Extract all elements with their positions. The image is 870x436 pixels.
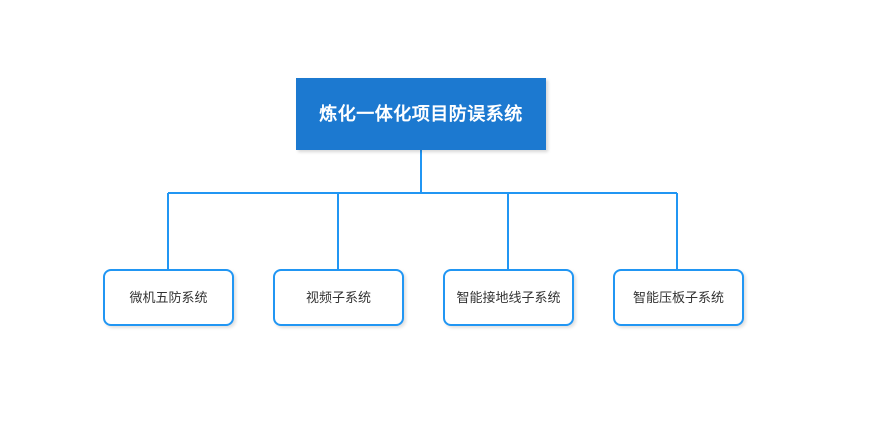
child-node-label-1: 微机五防系统 [129,290,208,305]
child-node-2[interactable]: 视频子系统 [273,269,404,326]
child-node-1[interactable]: 微机五防系统 [103,269,234,326]
root-node[interactable]: 炼化一体化项目防误系统 [296,78,546,150]
child-node-label-4: 智能压板子系统 [632,290,724,305]
root-node-label: 炼化一体化项目防误系统 [319,104,523,124]
child-node-3[interactable]: 智能接地线子系统 [443,269,574,326]
child-node-label-2: 视频子系统 [305,290,371,305]
child-node-4[interactable]: 智能压板子系统 [613,269,744,326]
child-node-label-3: 智能接地线子系统 [456,290,561,305]
